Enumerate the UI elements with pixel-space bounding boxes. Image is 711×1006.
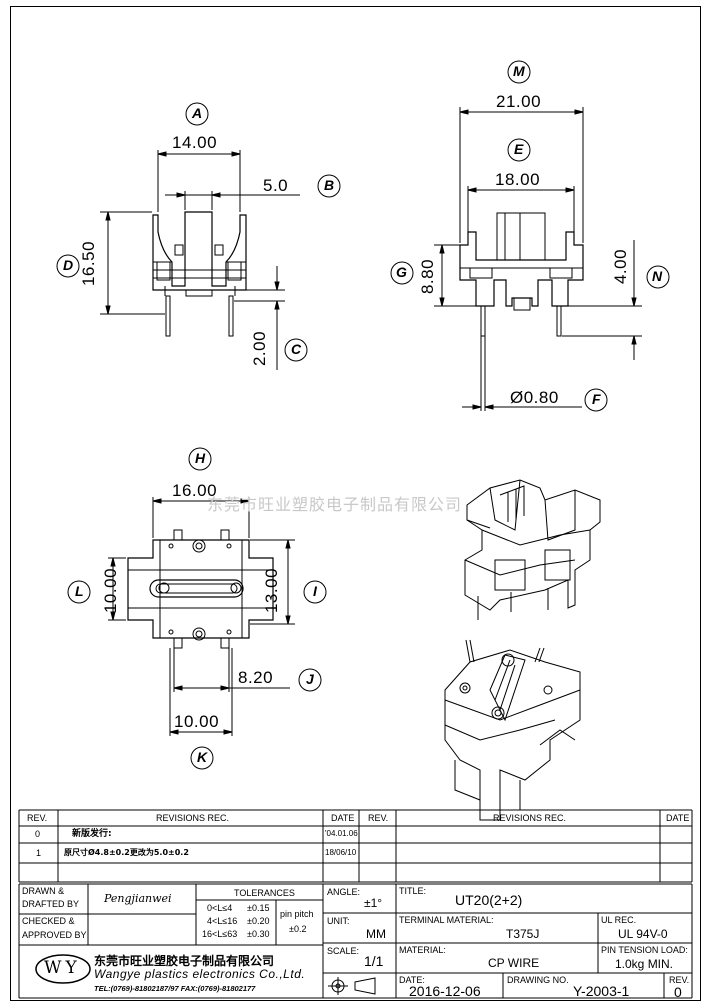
watermark: 东莞市旺业塑胶电子制品有限公司 <box>207 495 463 514</box>
material-value: CP WIRE <box>488 956 540 970</box>
angle-value: ±1° <box>364 896 383 910</box>
tol-row-1-range: 4<L≤16 <box>207 916 238 926</box>
dim-g-value: 8.80 <box>418 258 438 295</box>
pin-pitch-label: pin pitch <box>280 909 314 919</box>
balloon-e: E <box>514 141 524 157</box>
company-name-cn: 东莞市旺业塑胶电子制品有限公司 <box>94 954 275 968</box>
rev-header-date-left: DATE <box>331 813 355 823</box>
balloon-d: D <box>63 257 74 273</box>
rev-header-rec-left: REVISIONS REC. <box>156 813 230 823</box>
drawing-no-value: Y-2003-1 <box>573 983 630 999</box>
rev-header-rec-right: REVISIONS REC. <box>493 813 567 823</box>
rev-row-1-rec: 原尺寸Ø4.8±0.2更改为5.0±0.2 <box>64 848 189 857</box>
isometric-view-bottom <box>444 639 581 821</box>
pin-tension-label: PIN TENSION LOAD: <box>601 945 688 955</box>
company-contact: TEL:(0769)-81802187/97 FAX:(0769)-818021… <box>94 984 256 993</box>
isometric-view-top <box>464 479 601 620</box>
title-label: TITLE: <box>399 886 427 896</box>
dim-i-value: 13.00 <box>262 567 282 614</box>
rev-header-date-right: DATE <box>666 813 690 823</box>
unit-value: MM <box>366 927 386 941</box>
balloon-h: H <box>195 450 206 466</box>
drawn-label-2: DRAFTED BY <box>22 899 80 909</box>
dim-n-value: 4.00 <box>611 248 631 285</box>
balloon-f: F <box>592 391 601 407</box>
balloon-c: C <box>291 341 302 357</box>
tol-row-2-value: ±0.30 <box>247 929 270 939</box>
balloon-m: M <box>513 63 525 79</box>
tol-row-0-range: 0<L≤4 <box>207 903 233 913</box>
rev-value: 0 <box>674 984 682 1000</box>
tol-row-1-value: ±0.20 <box>247 916 270 926</box>
date-value: 2016-12-06 <box>409 983 481 999</box>
rev-row-0-rev: 0 <box>35 829 41 839</box>
balloon-l: L <box>75 583 84 599</box>
rev-row-1-rev: 1 <box>36 848 42 858</box>
terminal-material-label: TERMINAL MATERIAL: <box>399 915 494 925</box>
terminal-material-value: T375J <box>506 927 540 941</box>
rev-label: REV. <box>669 975 690 985</box>
rev-row-0-rec: 新版发行: <box>72 829 112 839</box>
material-label: MATERIAL: <box>399 945 446 955</box>
side-view <box>390 60 670 412</box>
dim-b-value: 5.0 <box>263 176 289 195</box>
dim-d-value: 16.50 <box>79 240 99 287</box>
date-label: DATE: <box>399 975 425 985</box>
dim-c-value: 2.00 <box>250 330 270 367</box>
rev-row-1-date: 18/06/10 <box>325 848 357 857</box>
ul-label: UL REC. <box>601 915 637 925</box>
dim-m-value: 21.00 <box>496 92 542 111</box>
balloon-n: N <box>652 268 663 284</box>
balloon-b: B <box>324 177 335 193</box>
drawing-no-label: DRAWING NO. <box>507 975 569 985</box>
title-block-grid <box>18 809 693 999</box>
dim-h-value: 16.00 <box>172 481 218 500</box>
angle-label: ANGLE: <box>327 887 361 897</box>
dim-j-value: 8.20 <box>238 668 274 687</box>
tolerances-title: TOLERANCES <box>234 888 295 898</box>
front-view <box>56 102 341 370</box>
ul-value: UL 94V-0 <box>618 927 668 941</box>
company-name-en: Wangye plastics electronics Co.,Ltd. <box>94 967 306 981</box>
balloon-i: I <box>313 583 317 599</box>
dim-f-value: Ø0.80 <box>510 388 559 407</box>
balloon-g: G <box>396 264 407 280</box>
pin-pitch-tol: ±0.2 <box>289 924 307 934</box>
unit-label: UNIT: <box>327 916 350 926</box>
checked-label-1: CHECKED & <box>22 916 75 926</box>
scale-value: 1/1 <box>364 953 384 969</box>
rev-row-0-date: '04.01.06 <box>325 829 358 838</box>
dim-e-value: 18.00 <box>495 170 541 189</box>
title-value: UT20(2+2) <box>455 892 523 908</box>
drawn-label-1: DRAWN & <box>22 886 65 896</box>
company-logo: WY <box>44 958 81 978</box>
dim-l-value: 10.00 <box>101 567 121 614</box>
rev-header-rev-right: REV. <box>368 813 389 823</box>
dim-a-value: 14.00 <box>172 133 218 152</box>
balloon-a: A <box>192 105 203 121</box>
rev-header-rev-left: REV. <box>27 813 48 823</box>
drawn-by-value: Pengjianwei <box>104 892 172 905</box>
dim-k-value: 10.00 <box>174 712 220 731</box>
bottom-view <box>67 447 327 770</box>
tol-row-2-range: 16<L≤63 <box>202 929 238 939</box>
balloon-k: K <box>197 749 208 765</box>
tol-row-0-value: ±0.15 <box>247 903 270 913</box>
scale-label: SCALE: <box>327 946 360 956</box>
checked-label-2: APPROVED BY <box>22 930 87 940</box>
balloon-j: J <box>306 671 314 687</box>
pin-tension-value: 1.0kg MIN. <box>615 957 674 971</box>
